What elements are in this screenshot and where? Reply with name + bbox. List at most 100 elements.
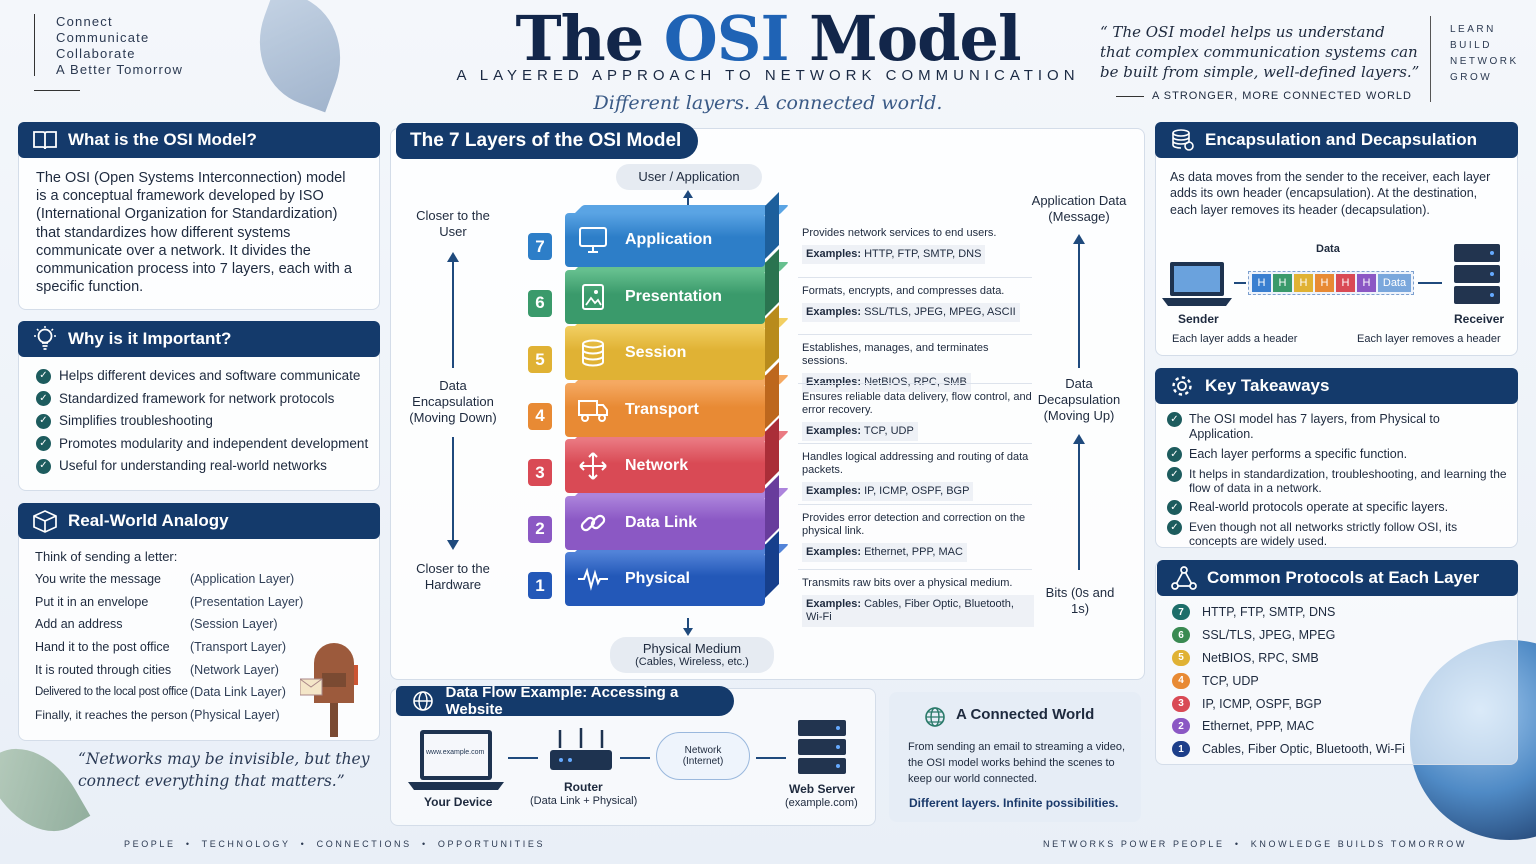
list-item-text: Promotes modularity and independent deve… — [59, 435, 369, 451]
examples-label: Examples: — [806, 306, 862, 318]
layer-front-face: Transport — [565, 382, 765, 437]
check-icon: ✓ — [36, 458, 51, 474]
layer-number-badge: 3 — [1172, 695, 1190, 712]
truck-icon — [577, 397, 609, 423]
check-icon: ✓ — [1167, 412, 1182, 427]
check-icon: ✓ — [36, 413, 51, 429]
analogy-header: Real-World Analogy — [18, 503, 380, 539]
page-motto: Different layers. A connected world. — [593, 92, 943, 114]
footer-word: NETWORKS POWER PEOPLE — [1043, 839, 1225, 849]
divider — [798, 383, 1032, 384]
analogy-row: Put it in an envelope(Presentation Layer… — [35, 591, 303, 614]
list-item: ✓Real-world protocols operate at specifi… — [1167, 500, 1507, 515]
receiver-note: Each layer removes a header — [1357, 333, 1501, 345]
layer-number-badge: 3 — [528, 459, 552, 486]
arrow-head-up — [447, 252, 459, 262]
encapsulation-body: As data moves from the sender to the rec… — [1170, 170, 1491, 217]
layer-description: Handles logical addressing and routing o… — [802, 451, 1034, 501]
footer-left: PEOPLE • TECHNOLOGY • CONNECTIONS • OPPO… — [124, 839, 546, 849]
takeaways-header: Key Takeaways — [1155, 368, 1518, 404]
layer-description-text: Ensures reliable data delivery, flow con… — [802, 391, 1032, 416]
list-item-text: Helps different devices and software com… — [59, 368, 361, 383]
list-item-text: The OSI model has 7 layers, from Physica… — [1189, 412, 1440, 441]
arrows-icon — [577, 451, 609, 481]
router-icon — [546, 726, 616, 781]
analogy-step: Put it in an envelope — [35, 594, 149, 609]
layer-description-text: Provides network services to end users. — [802, 227, 997, 239]
app-data-label: Application Data (Message) — [1031, 193, 1127, 224]
protocol-text: Ethernet, PPP, MAC — [1202, 719, 1315, 734]
analogy-title: Real-World Analogy — [68, 511, 229, 530]
packet-header: H — [1294, 274, 1313, 292]
encapsulation-card — [1155, 122, 1518, 356]
examples-text: Cables, Fiber Optic, Bluetooth, Wi-Fi — [806, 598, 1014, 623]
what-is-title: What is the OSI Model? — [68, 130, 257, 149]
tagline-line: Collaborate — [56, 46, 136, 61]
layer-front-face: Session — [565, 326, 765, 380]
layer-name: Presentation — [625, 287, 722, 305]
packet-data: Data — [1378, 274, 1411, 292]
layer-description-text: Provides error detection and correction … — [802, 512, 1026, 537]
layer-number-badge: 2 — [1172, 718, 1190, 735]
analogy-step: Delivered to the local post office — [35, 686, 188, 699]
packet-header: H — [1273, 274, 1292, 292]
analogy-row: You write the message(Application Layer) — [35, 568, 303, 591]
analogy-step: You write the message — [35, 572, 162, 587]
footer-word: CONNECTIONS — [316, 839, 412, 849]
analogy-row: Finally, it reaches the person(Physical … — [35, 704, 303, 727]
protocol-text: TCP, UDP — [1202, 673, 1259, 688]
side-word: NETWORK — [1450, 56, 1519, 67]
layer-block: Application — [565, 192, 789, 267]
device-label: Your Device — [424, 795, 493, 809]
analogy-quote: “Networks may be invisible, but they con… — [78, 750, 370, 790]
title-suffix: Model — [809, 2, 1021, 75]
layer-description-text: Formats, encrypts, and compresses data. — [802, 285, 1005, 297]
arrow-right — [620, 757, 650, 759]
protocols-title: Common Protocols at Each Layer — [1207, 568, 1480, 587]
layer-block: Transport — [565, 361, 789, 437]
layer-examples: Examples: IP, ICMP, OSPF, BGP — [802, 482, 974, 501]
router-sub: (Data Link + Physical) — [530, 795, 638, 807]
analogy-layer: (Session Layer) — [190, 617, 278, 632]
tagline-line: Connect — [56, 14, 113, 29]
device-laptop — [406, 728, 506, 792]
list-item-text: Useful for understanding real-world netw… — [59, 458, 327, 473]
page-title: The OSI Model — [0, 2, 1536, 75]
protocol-row: 2 Ethernet, PPP, MAC — [1172, 715, 1405, 738]
layer-number-badge: 2 — [528, 515, 552, 543]
list-item-text: Standardized framework for network proto… — [59, 390, 335, 406]
network-icon — [1171, 565, 1197, 591]
what-is-header: What is the OSI Model? — [18, 122, 380, 158]
protocol-text: HTTP, FTP, SMTP, DNS — [1202, 605, 1336, 620]
laptop-icon — [1162, 260, 1232, 313]
monitor-icon — [577, 226, 609, 254]
packet-header: H — [1315, 274, 1334, 292]
examples-label: Examples: — [806, 425, 862, 437]
list-item-text: Even though not all networks strictly fo… — [1189, 520, 1458, 548]
top-pill: User / Application — [616, 164, 762, 190]
check-icon: ✓ — [36, 368, 51, 384]
examples-text: TCP, UDP — [863, 425, 914, 437]
divider — [798, 277, 1032, 278]
protocol-text: NetBIOS, RPC, SMB — [1202, 650, 1319, 665]
list-item-text: It helps in standardization, troubleshoo… — [1189, 467, 1507, 495]
title-osi: OSI — [663, 2, 790, 75]
connected-tagline: Different layers. Infinite possibilities… — [909, 796, 1119, 810]
server-icon — [1450, 242, 1504, 313]
examples-text: HTTP, FTP, SMTP, DNS — [864, 248, 982, 260]
examples-label: Examples: — [806, 546, 862, 558]
check-icon: ✓ — [1167, 467, 1182, 482]
analogy-step: Hand it to the post office — [35, 640, 170, 655]
footer-right: NETWORKS POWER PEOPLE • KNOWLEDGE BUILDS… — [1043, 839, 1467, 849]
layer-front-face: Presentation — [565, 269, 765, 324]
list-item: ✓Each layer performs a specific function… — [1167, 447, 1507, 462]
examples-text: Ethernet, PPP, MAC — [864, 546, 963, 558]
takeaways-title: Key Takeaways — [1205, 376, 1330, 395]
tagline-underline — [34, 90, 80, 91]
decap-label: Data Decapsulation (Moving Up) — [1037, 376, 1121, 423]
dataflow-title: Data Flow Example: Accessing a Website — [445, 684, 679, 718]
bottom-pill-title: Physical Medium — [642, 641, 742, 656]
